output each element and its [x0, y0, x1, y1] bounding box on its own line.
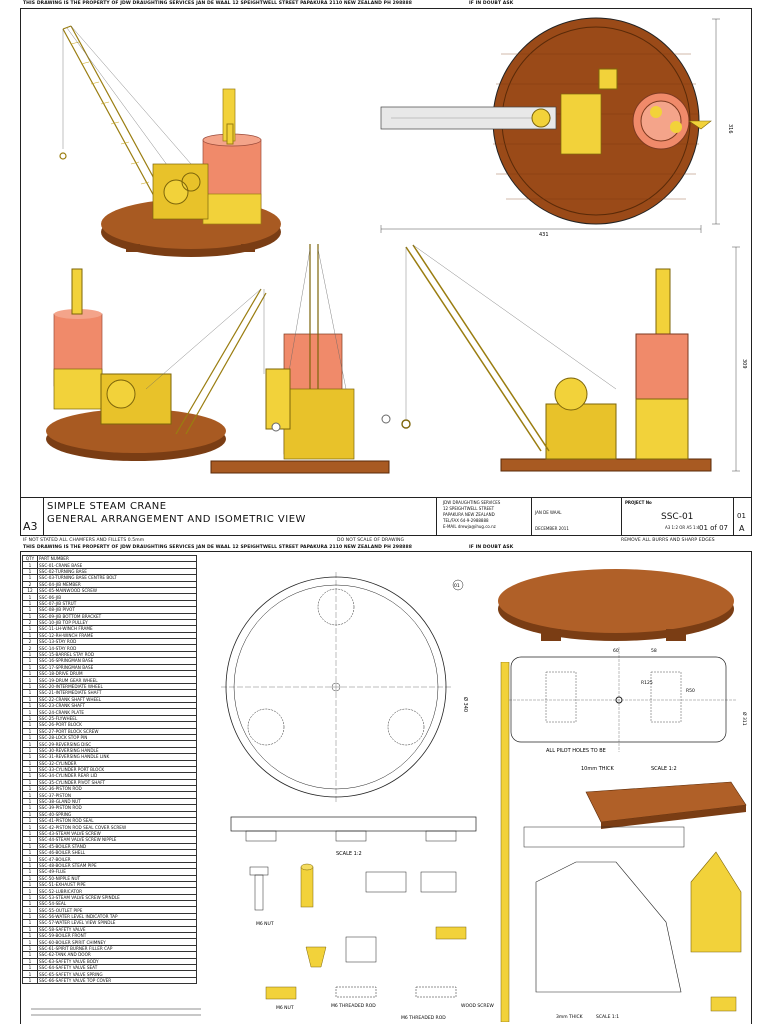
drawn-by: JAN DE WAAL [535, 510, 562, 515]
drawing-title-line2: GENERAL ARRANGEMENT AND ISOMETRIC VIEW [47, 514, 306, 525]
drawing-number: SSC-01 [661, 512, 694, 522]
revision: A [739, 524, 745, 533]
thickness-10mm: 10mm THICK [581, 766, 614, 772]
dim-311: Ø 311 [741, 712, 748, 726]
turning-base-render [498, 569, 734, 641]
plan-view: 431 316 [380, 17, 733, 238]
parts-qty: 1 [22, 976, 38, 985]
base-section: SCALE 1:2 [230, 816, 477, 857]
pilot-holes-note: ALL PILOT HOLES TO BE [546, 748, 606, 754]
drawing-sheet-2: THIS DRAWING IS THE PROPERTY OF JDW DRAU… [20, 545, 752, 1024]
company-line-5: E-MAIL drewja@ihug.co.nz [443, 524, 496, 529]
dim-r125: R125 [641, 680, 653, 686]
m6-nut-label-2: M6 NUT [276, 1005, 294, 1011]
company-line-4: TEL/FAX 64-9-2988888 [443, 518, 489, 523]
jib-member-strip [500, 662, 510, 1022]
property-notice-2: THIS DRAWING IS THE PROPERTY OF JDW DRAU… [23, 545, 412, 550]
burrs-note: REMOVE ALL BURRS AND SHARP EDGES [621, 538, 715, 543]
sheet-number: 01 of 07 [699, 524, 729, 532]
isometric-view-rear [46, 268, 267, 461]
thickness-3mm: 3mm THICK [556, 1014, 584, 1020]
dim-58: 58 [651, 648, 657, 654]
dim-60: 60 [613, 648, 619, 654]
drawing-title-line1: SIMPLE STEAM CRANE [47, 501, 167, 512]
revision-column: 01 [737, 512, 746, 520]
chamfer-note: IF NOT STATED ALL CHAMFERS AND FILLETS 0… [23, 538, 145, 543]
do-not-scale-note: DO NOT SCALE OF DRAWING [337, 538, 405, 543]
drawing-sheet-1: THIS DRAWING IS THE PROPERTY OF JDW DRAU… [20, 1, 752, 543]
dim-width: 431 [539, 232, 549, 238]
parts-name: SSC-66-SAFETY VALVE TOP COVER [37, 976, 197, 985]
dim-r50: R50 [686, 688, 695, 694]
sheet-size: A3 [23, 520, 38, 533]
scale-label-plate: SCALE 1:2 [651, 766, 677, 772]
m6-nut-label: M6 NUT [256, 921, 274, 927]
company-line-3: PAPAKURA NEW ZEALAND [443, 512, 495, 517]
side-view [210, 244, 391, 474]
company-line-1: JDW DRAUGHTING SERVICES [443, 500, 501, 505]
winch-frame-drawing: 3mm THICK SCALE 1:1 [523, 826, 742, 1020]
scale-label-base: SCALE 1:2 [336, 851, 362, 857]
property-notice: THIS DRAWING IS THE PROPERTY OF JDW DRAU… [23, 1, 412, 6]
plank-render [585, 781, 747, 829]
small-parts-drawings: M6 NUT M6 NUT M6 THREADED ROD M6 THREADE… [249, 863, 494, 1021]
threaded-rod-label-2: M6 THREADED ROD [401, 1015, 446, 1021]
side-elevation: 309 [401, 244, 747, 472]
title-block: A3 SIMPLE STEAM CRANE GENERAL ARRANGEMEN… [21, 497, 751, 536]
base-plate-drawing: 60 58 R125 R50 Ø 311 ALL PILOT HOLES TO … [501, 647, 748, 772]
dim-340: Ø 340 [462, 697, 469, 712]
drawing-scale: A3 1:2 OR A5 1:4 [665, 525, 700, 530]
turning-base-plan: 01 Ø 340 [221, 572, 469, 802]
jib-strip-bottom [31, 1008, 201, 1016]
drawing-date: DECEMBER 2011 [535, 526, 569, 531]
wood-screw-label: WOOD SCREW [461, 1003, 494, 1009]
threaded-rod-label: M6 THREADED ROD [331, 1003, 376, 1009]
balloon-01: 01 [454, 583, 460, 589]
project-label: PROJECT No [625, 500, 652, 505]
if-in-doubt-note-2: IF IN DOUBT ASK [469, 545, 514, 550]
company-line-2: 12 SPEIGHTWELL STREET [443, 506, 495, 511]
dim-height-side: 309 [741, 359, 747, 369]
dim-height-top: 316 [727, 124, 733, 134]
scale-label-frame: SCALE 1:1 [596, 1014, 619, 1020]
if-in-doubt-note: IF IN DOUBT ASK [469, 1, 514, 6]
isometric-view-front [59, 25, 281, 257]
